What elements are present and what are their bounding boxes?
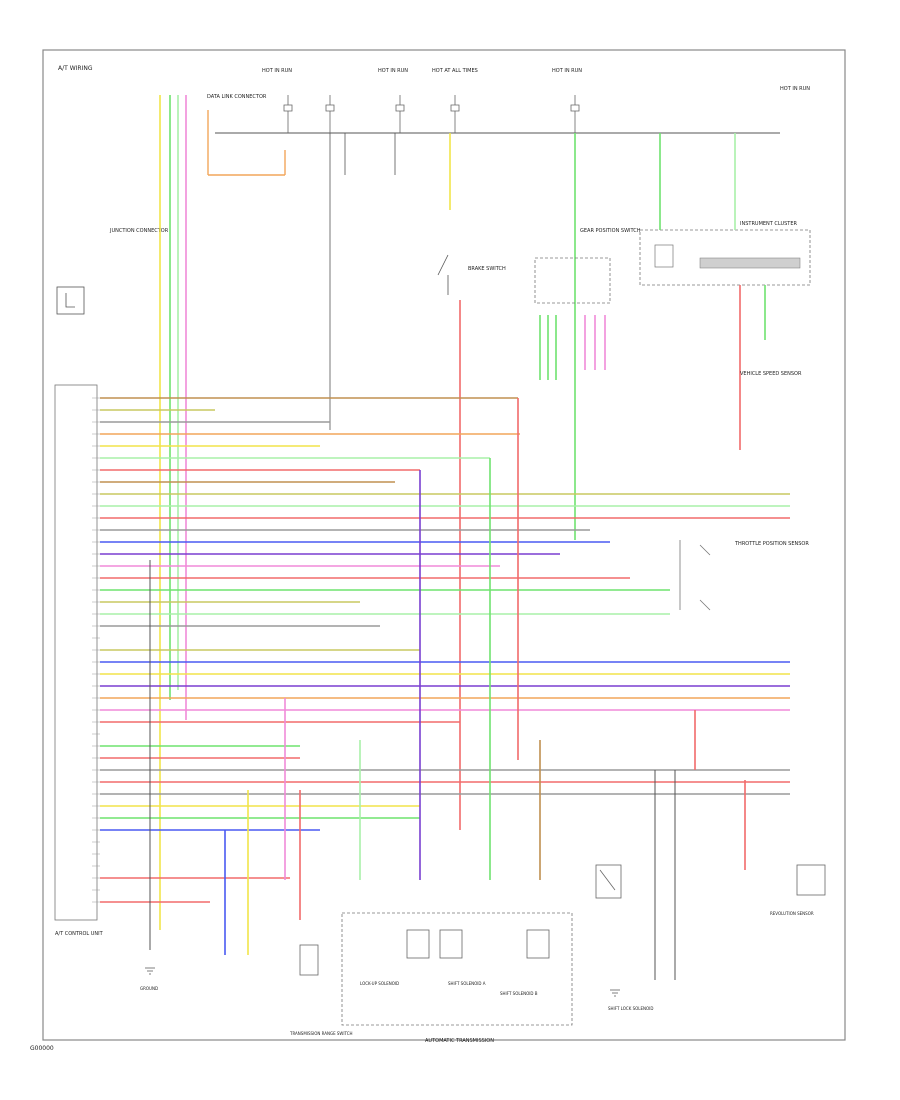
- rev-sensor-box: [796, 864, 826, 896]
- gear-switch-label: GEAR POSITION SWITCH: [580, 228, 641, 234]
- ground-label: GROUND: [140, 986, 158, 991]
- ecu-label: A/T CONTROL UNIT: [55, 931, 104, 937]
- cluster-box: [639, 229, 811, 286]
- shift-lock-label: SHIFT LOCK SOLENOID: [608, 1006, 653, 1011]
- speed-sensor-label: VEHICLE SPEED SENSOR: [740, 371, 802, 377]
- fuse-5-label: HOT IN RUN: [780, 86, 810, 92]
- lockup-sol-label: LOCK-UP SOLENOID: [360, 981, 399, 986]
- ecu-box: [54, 384, 98, 921]
- fuse-4-icon: [450, 95, 460, 133]
- junction-label: JUNCTION CONNECTOR: [109, 228, 169, 234]
- fuse-3-icon: [395, 95, 405, 133]
- cluster-indicator: [654, 244, 674, 268]
- fuse-1-label: HOT IN RUN: [262, 68, 292, 74]
- cluster-label: INSTRUMENT CLUSTER: [740, 221, 798, 227]
- diagram-title: A/T WIRING: [58, 65, 93, 72]
- fuse-3-label: HOT AT ALL TIMES: [432, 68, 478, 74]
- cluster-display: [699, 257, 801, 269]
- fuse-4-label: HOT IN RUN: [552, 68, 582, 74]
- ground-icon: [610, 989, 620, 997]
- fuse-5-icon: [570, 95, 580, 133]
- data-link-label: DATA LINK CONNECTOR: [207, 94, 267, 100]
- brake-switch-icon: [437, 254, 449, 295]
- fuse-2-label: HOT IN RUN: [378, 68, 408, 74]
- transmission-range-label: TRANSMISSION RANGE SWITCH: [289, 1031, 353, 1036]
- throttle-switch-icon: [679, 540, 711, 611]
- brake-switch-label: BRAKE SWITCH: [468, 266, 506, 272]
- ground-group: [145, 967, 620, 997]
- sensor-symbol: [65, 293, 75, 308]
- fuse-1-icon: [283, 95, 293, 133]
- throttle-sensor-label: THROTTLE POSITION SENSOR: [734, 541, 809, 547]
- sensor-box: [56, 286, 85, 315]
- relay-box: [595, 864, 622, 899]
- relay-icon: [599, 869, 616, 891]
- rev-sensor-label: REVOLUTION SENSOR: [770, 911, 814, 916]
- solenoid-1-icon: [406, 929, 430, 959]
- lower-sensor-box: [299, 944, 319, 976]
- transmission-box: [341, 912, 573, 1026]
- solenoid-3-icon: [526, 929, 550, 959]
- ground-icon: [145, 967, 155, 975]
- diagram-footer: G00000: [30, 1045, 54, 1052]
- diagram-frame: [42, 49, 846, 1041]
- harness: [100, 397, 790, 903]
- gear-switch-box: [534, 257, 611, 304]
- fuse-group: [283, 95, 580, 133]
- fuse-2-icon: [325, 95, 335, 133]
- shift-sol-b-label: SHIFT SOLENOID B: [500, 991, 538, 996]
- solenoid-2-icon: [439, 929, 463, 959]
- ecu-pins: [92, 397, 100, 903]
- shift-sol-a-label: SHIFT SOLENOID A: [448, 981, 486, 986]
- transmission-label: AUTOMATIC TRANSMISSION: [425, 1038, 494, 1044]
